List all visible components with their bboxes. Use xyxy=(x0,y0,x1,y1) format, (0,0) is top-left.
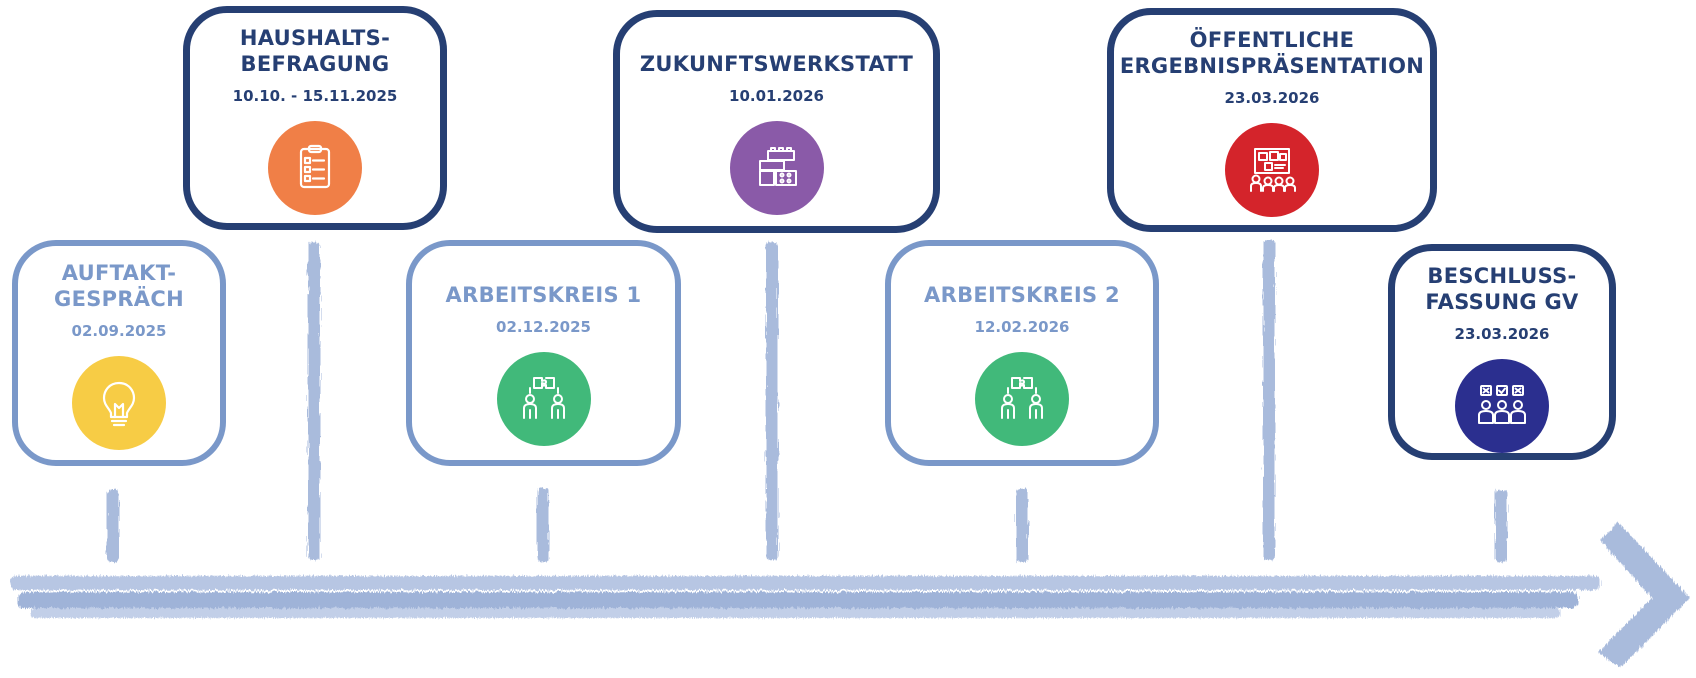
clipboard-checklist-icon xyxy=(268,121,362,215)
milestone-title: Arbeitskreis 1 xyxy=(445,283,642,307)
timeline-arrow-shaft-2 xyxy=(18,592,1578,608)
building-blocks-icon xyxy=(729,121,824,215)
milestone-card-arbeitskreis-2: Arbeitskreis 2 12.02.2026 xyxy=(885,240,1159,466)
connector-line-5 xyxy=(1016,488,1028,562)
connector-line-6 xyxy=(1263,240,1275,560)
timeline-arrow-shaft xyxy=(10,576,1600,590)
timeline-arrow-shaft-3 xyxy=(30,608,1560,618)
milestone-title: Öffentliche Ergebnispräsentation xyxy=(1119,28,1425,78)
timeline-arrow-head xyxy=(1598,522,1690,668)
milestone-date: 10.10. - 15.11.2025 xyxy=(232,87,398,105)
connector-line-3 xyxy=(537,488,549,562)
milestone-title: Zukunftswerkstatt xyxy=(639,52,914,76)
presentation-board-icon xyxy=(1225,123,1319,217)
milestone-title: Beschluss- fassung GV xyxy=(1425,264,1579,314)
milestone-card-ergebnispraesentation: Öffentliche Ergebnispräsentation 23.03.2… xyxy=(1107,8,1437,232)
milestone-card-haushaltsbefragung: Haushalts- Befragung 10.10. - 15.11.2025 xyxy=(183,6,447,230)
milestone-title: Auftakt- Gespräch xyxy=(54,261,184,311)
connector-line-2 xyxy=(308,242,320,560)
milestone-card-zukunftswerkstatt: Zukunftswerkstatt 10.01.2026 xyxy=(613,10,940,233)
milestone-title: Arbeitskreis 2 xyxy=(924,283,1120,307)
connector-line-4 xyxy=(766,242,778,560)
milestone-card-auftakt: Auftakt- Gespräch 02.09.2025 xyxy=(12,240,226,466)
milestone-date: 23.03.2026 xyxy=(1224,89,1320,107)
timeline-arrow xyxy=(10,522,1690,668)
people-collaboration-icon xyxy=(975,352,1069,446)
milestone-date: 23.03.2026 xyxy=(1454,325,1550,343)
milestone-title: Haushalts- Befragung xyxy=(239,26,391,76)
milestone-date: 12.02.2026 xyxy=(974,318,1070,336)
milestone-card-arbeitskreis-1: Arbeitskreis 1 02.12.2025 xyxy=(406,240,681,466)
milestone-date: 02.09.2025 xyxy=(71,322,167,340)
connector-line-1 xyxy=(107,490,119,562)
people-collaboration-icon xyxy=(496,352,591,446)
connector-lines xyxy=(107,240,1507,562)
voting-people-icon xyxy=(1455,359,1549,453)
milestone-date: 10.01.2026 xyxy=(729,87,824,105)
milestone-date: 02.12.2025 xyxy=(496,318,591,336)
connector-line-7 xyxy=(1495,490,1507,562)
milestone-card-beschlussfassung: Beschluss- fassung GV 23.03.2026 xyxy=(1388,244,1616,460)
lightbulb-icon xyxy=(72,356,166,450)
